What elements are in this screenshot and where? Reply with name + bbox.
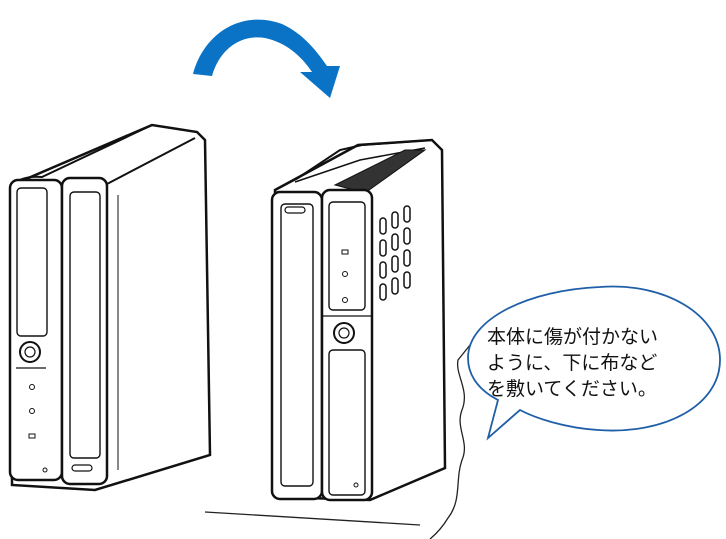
callout-bubble: 本体に傷が付かない ように、下に布など を敷いてください。 <box>467 285 721 441</box>
pc-left-unit <box>8 123 212 492</box>
pc-right-unit <box>270 138 447 502</box>
callout-line-2: ように、下に布など <box>487 352 657 374</box>
callout-line-1: 本体に傷が付かない <box>487 326 658 348</box>
side-vents <box>379 205 411 301</box>
callout-line-3: を敷いてください。 <box>487 378 657 400</box>
cloth-sheet <box>204 344 471 539</box>
rotation-arrow-icon <box>193 19 340 98</box>
